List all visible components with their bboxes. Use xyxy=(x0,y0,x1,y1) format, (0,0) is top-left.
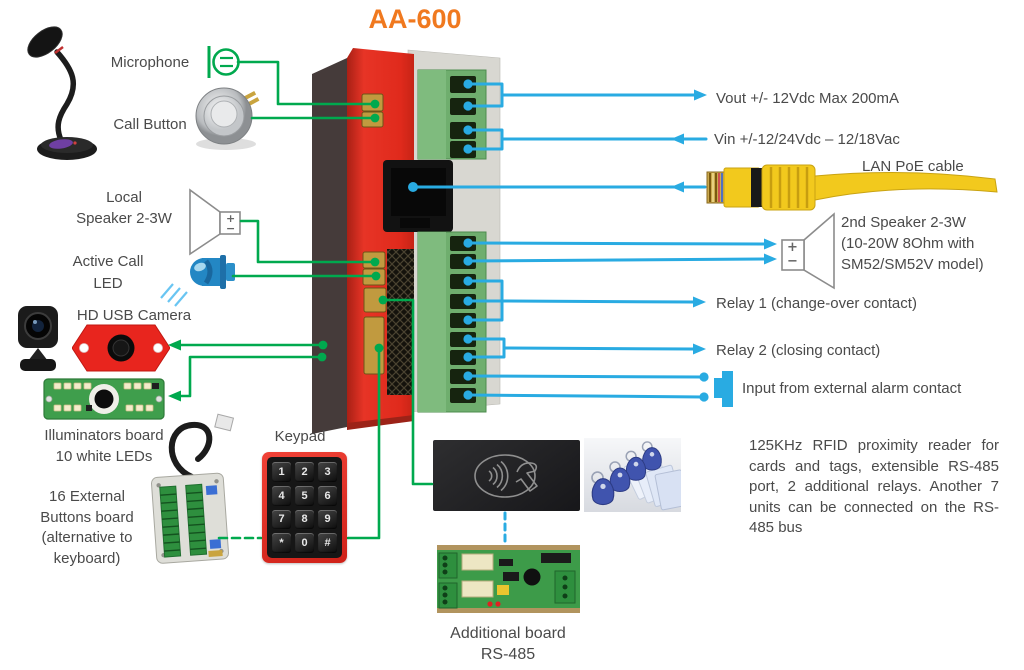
vin-label: Vin +/-12/24Vdc – 12/18Vac xyxy=(714,131,900,148)
additional-board-label: Additional board RS-485 xyxy=(450,625,566,663)
keypad-key-2: 2 xyxy=(295,462,314,482)
wire-relay1 xyxy=(500,299,695,304)
second-speaker-icon xyxy=(781,212,835,290)
keypad-image: 1 2 3 4 5 6 7 8 9 * 0 # xyxy=(262,452,347,563)
rfid-keyfobs xyxy=(591,441,662,506)
top-terminal-block xyxy=(417,69,487,160)
camera-board-image xyxy=(72,324,170,372)
microphone-label: Microphone xyxy=(110,54,190,71)
keypad-panel: 1 2 3 4 5 6 7 8 9 * 0 # xyxy=(267,457,342,558)
second-speaker-label: 2nd Speaker 2-3W (10-20W 8Ohm with SM52/… xyxy=(841,214,984,273)
external-buttons-board-image xyxy=(150,413,235,564)
active-call-led-label: Active Call LED xyxy=(72,253,144,292)
wire-relay2-bracket xyxy=(466,337,506,359)
call-button-label: Call Button xyxy=(113,116,187,133)
wire-illuminators xyxy=(178,355,324,398)
contactless-symbol xyxy=(474,454,538,498)
illuminators-board-image xyxy=(43,378,165,420)
keypad-key-7: 7 xyxy=(272,509,291,530)
led-rays xyxy=(160,283,188,307)
keypad-key-1: 1 xyxy=(272,462,291,482)
keypad-key-hash: # xyxy=(318,533,337,553)
wire-alarm-1 xyxy=(466,374,705,379)
keypad-label: Keypad xyxy=(274,428,326,445)
white-leds xyxy=(53,382,154,412)
keypad-key-0: 0 xyxy=(295,533,314,553)
wire-speaker2-plus xyxy=(466,241,766,246)
alarm-input-label: Input from external alarm contact xyxy=(742,380,962,397)
keypad-key-5: 5 xyxy=(295,485,314,506)
wire-keypad xyxy=(346,347,381,540)
wire-vin-bracket xyxy=(466,128,504,151)
hd-usb-camera-image xyxy=(18,306,58,371)
keypad-key-8: 8 xyxy=(295,509,314,530)
wire-vout-bracket xyxy=(466,82,504,108)
gold-connectors xyxy=(361,93,387,375)
alarm-contact-icon xyxy=(714,371,733,407)
local-speaker-icon xyxy=(189,188,241,256)
additional-board-image xyxy=(437,545,580,613)
relay2-label: Relay 2 (closing contact) xyxy=(716,342,881,359)
rfid-tags-image xyxy=(584,438,689,512)
relay1-label: Relay 1 (change-over contact) xyxy=(716,295,917,312)
lan-poe-label: LAN PoE cable xyxy=(862,158,964,175)
microphone-symbol xyxy=(207,46,240,78)
active-call-led-image xyxy=(160,255,235,307)
page-title: AA-600 xyxy=(368,4,462,34)
keypad-key-9: 9 xyxy=(318,509,337,530)
wire-rfid-reader xyxy=(381,298,434,486)
wire-local-speaker xyxy=(239,219,374,264)
local-speaker-label: Local Speaker 2-3W xyxy=(76,189,172,227)
rfid-description-text: 125KHz RFID proximity reader for cards a… xyxy=(749,437,999,537)
illuminators-board-label: Illuminators board 10 white LEDs xyxy=(44,427,164,465)
gooseneck-microphone-image xyxy=(27,26,97,160)
wire-alarm-2 xyxy=(466,393,705,399)
keypad-key-star: * xyxy=(272,533,291,553)
second-speaker-plus-sign: + xyxy=(787,240,798,255)
hd-usb-camera-label: HD USB Camera xyxy=(76,307,192,324)
rfid-reader-image xyxy=(433,440,580,511)
local-speaker-minus-sign: − xyxy=(226,222,236,235)
local-speaker-plus-sign: + xyxy=(226,212,236,225)
wire-relay1-bracket xyxy=(466,279,504,322)
main-device xyxy=(312,48,501,434)
blue-dots xyxy=(408,79,709,402)
external-buttons-label: 16 External Buttons board (alternative t… xyxy=(40,488,134,567)
second-speaker-minus-sign: − xyxy=(787,254,798,269)
keypad-key-4: 4 xyxy=(272,485,291,506)
wire-speaker2-minus xyxy=(466,257,766,263)
bottom-terminal-block xyxy=(417,231,487,413)
wire-relay2 xyxy=(502,346,695,351)
lan-poe-cable-image xyxy=(706,164,998,211)
keypad-key-6: 6 xyxy=(318,485,337,506)
keypad-key-3: 3 xyxy=(318,462,337,482)
green-dots xyxy=(317,99,388,362)
vout-label: Vout +/- 12Vdc Max 200mA xyxy=(716,90,900,107)
rj45-port xyxy=(383,160,453,232)
